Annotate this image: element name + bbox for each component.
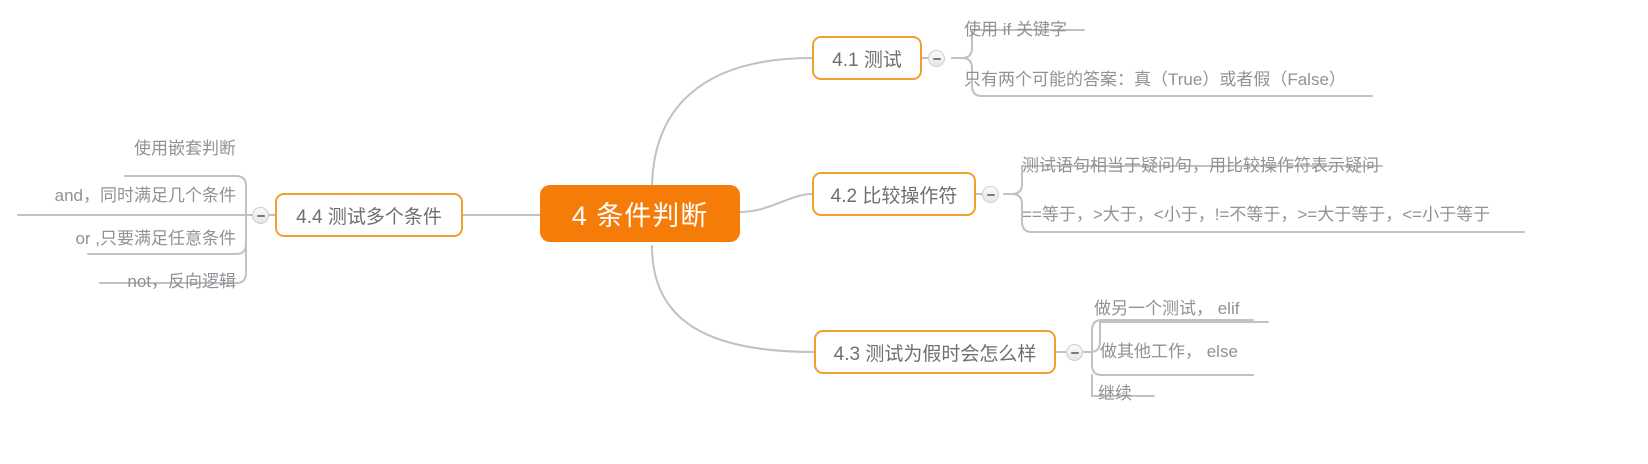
- wire-root-to-4-1: [651, 57, 813, 191]
- leaf-node-4-2-1-label: 测试语句相当于疑问句，用比较操作符表示疑问: [1022, 156, 1379, 175]
- leaf-node-4-2-2-label: ==等于，>大于，<小于，!=不等于，>=大于等于，<=小于等于: [1022, 205, 1491, 224]
- leaf-node-4-4-3[interactable]: or ,只要满足任意条件: [0, 230, 236, 247]
- branch-node-4-3-label: 4.3 测试为假时会怎么样: [833, 343, 1037, 365]
- leaf-node-4-4-4-label: not，反向逻辑: [127, 272, 236, 291]
- leaf-node-4-4-2-label: and，同时满足几个条件: [54, 186, 236, 205]
- leaf-node-4-3-3-label: 继续: [1098, 384, 1132, 403]
- leaf-node-4-1-1-label: 使用 if 关键字: [964, 20, 1067, 39]
- branch-node-4-3[interactable]: 4.3 测试为假时会怎么样: [814, 330, 1056, 374]
- leaf-node-4-1-2-label: 只有两个可能的答案：真（True）或者假（False）: [964, 70, 1346, 89]
- collapse-toggle-4-3[interactable]: [1066, 344, 1083, 361]
- leaf-node-4-3-1-label: 做另一个测试， elif: [1094, 299, 1240, 318]
- leaf-node-4-4-3-label: or ,只要满足任意条件: [75, 229, 236, 248]
- leaf-node-4-2-1[interactable]: 测试语句相当于疑问句，用比较操作符表示疑问: [1022, 157, 1379, 174]
- minus-icon: [932, 57, 941, 60]
- collapse-toggle-4-1[interactable]: [928, 50, 945, 67]
- branch-node-4-4[interactable]: 4.4 测试多个条件: [275, 193, 463, 237]
- collapse-toggle-4-4[interactable]: [252, 207, 269, 224]
- leaf-node-4-4-2[interactable]: and，同时满足几个条件: [0, 187, 236, 204]
- minus-icon: [256, 214, 265, 217]
- minus-icon: [986, 193, 995, 196]
- leaf-node-4-4-1[interactable]: 使用嵌套判断: [0, 140, 236, 157]
- minus-icon: [1070, 351, 1079, 354]
- branch-node-4-1[interactable]: 4.1 测试: [812, 36, 922, 80]
- leaf-node-4-3-1[interactable]: 做另一个测试， elif: [1094, 300, 1239, 317]
- collapse-toggle-4-2[interactable]: [982, 186, 999, 203]
- root-node-label: 4 条件判断: [571, 201, 709, 231]
- leaf-node-4-2-2[interactable]: ==等于，>大于，<小于，!=不等于，>=大于等于，<=小于等于: [1022, 206, 1490, 223]
- leaf-node-4-4-1-label: 使用嵌套判断: [134, 139, 236, 158]
- leaf-node-4-1-1[interactable]: 使用 if 关键字: [964, 21, 1067, 38]
- leaf-node-4-4-4[interactable]: not，反向逻辑: [0, 273, 236, 290]
- wire-root-to-4-2: [739, 193, 813, 213]
- branch-node-4-4-label: 4.4 测试多个条件: [296, 206, 442, 228]
- leaf-node-4-3-2-label: 做其他工作， else: [1100, 342, 1238, 361]
- branch-node-4-2-label: 4.2 比较操作符: [830, 185, 958, 207]
- branch-node-4-2[interactable]: 4.2 比较操作符: [812, 172, 976, 216]
- leaf-node-4-3-2[interactable]: 做其他工作， else: [1100, 343, 1238, 360]
- wire-4-3-box-top: [1091, 319, 1254, 331]
- wire-root-to-4-3: [651, 245, 815, 353]
- leaf-node-4-3-3[interactable]: 继续: [1098, 385, 1132, 402]
- wire-4-4-child-1: [124, 175, 247, 187]
- leaf-node-4-1-2[interactable]: 只有两个可能的答案：真（True）或者假（False）: [964, 71, 1346, 88]
- branch-node-4-1-label: 4.1 测试: [832, 49, 902, 71]
- root-node[interactable]: 4 条件判断: [540, 185, 740, 242]
